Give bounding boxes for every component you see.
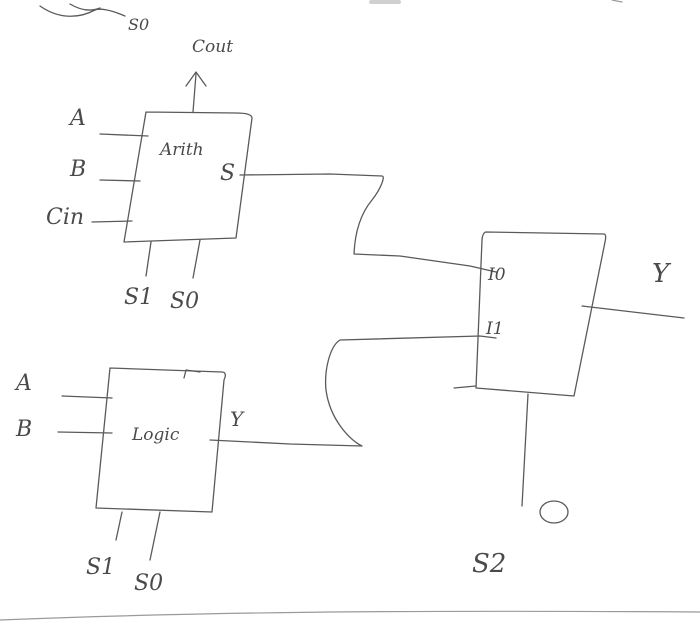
- logic-select-s0-line: [149, 511, 161, 561]
- logic-input-a-line: [61, 395, 113, 399]
- arith-input-b-label: B: [69, 157, 86, 182]
- cout-line: [192, 73, 197, 113]
- arith-select-s1-line: [145, 241, 152, 277]
- mux-input-i1-label: I1: [485, 319, 504, 339]
- mux-output-label: Y: [652, 259, 672, 289]
- top-scribble: S0: [39, 3, 149, 34]
- logic-block-title: Logic: [131, 425, 180, 445]
- cout-label: Cout: [192, 37, 233, 57]
- logic-input-b-label: B: [15, 417, 32, 442]
- logic-select-s1-line: [115, 511, 123, 541]
- arith-select-s0-label: S0: [170, 289, 199, 314]
- mux-bubble-label: 0: [548, 508, 555, 521]
- logic-select-s0-label: S0: [134, 571, 163, 596]
- logic-select-s1-label: S1: [86, 555, 115, 580]
- wire-arith-to-mux: [239, 173, 497, 273]
- arith-input-a-label: A: [68, 106, 86, 131]
- logic-output-label: Y: [230, 407, 245, 431]
- mux-select-label: S2: [472, 549, 506, 579]
- mux-block-outline: [475, 231, 607, 397]
- arith-block: Arith Cout A B Cin S S1 S0: [46, 37, 253, 314]
- arith-block-outline: [123, 111, 253, 243]
- arith-output-label: S: [220, 161, 235, 186]
- toolbar-handle[interactable]: [369, 0, 401, 4]
- toolbar-mark: [611, 0, 623, 3]
- logic-input-b-line: [57, 431, 113, 434]
- arith-select-s1-label: S1: [124, 285, 153, 310]
- logic-block: Logic A B Y S1 S0: [14, 367, 245, 596]
- arith-input-b-line: [99, 179, 141, 182]
- arith-block-title: Arith: [158, 140, 204, 160]
- mux-select-line: [521, 393, 529, 507]
- arith-input-a-line: [99, 133, 149, 137]
- logic-input-a-label: A: [14, 371, 32, 396]
- arith-select-s0-line: [192, 239, 201, 279]
- wire-logic-to-mux: [209, 335, 497, 447]
- mux-output-line: [581, 305, 685, 319]
- page-bottom-edge: [0, 610, 700, 621]
- arith-input-cin-label: Cin: [46, 205, 84, 230]
- mux-bubble-icon: [539, 500, 569, 524]
- logic-block-notch: [183, 369, 201, 379]
- top-scribble-label: S0: [128, 15, 149, 34]
- cout-arrow-icon: [185, 71, 207, 87]
- mux-block: I0 I1 Y S2 0: [453, 231, 685, 579]
- logic-block-outline: [95, 367, 226, 513]
- mux-bottom-tail: [453, 385, 477, 389]
- mux-input-i0-label: I0: [487, 265, 506, 285]
- arith-input-cin-line: [91, 220, 133, 223]
